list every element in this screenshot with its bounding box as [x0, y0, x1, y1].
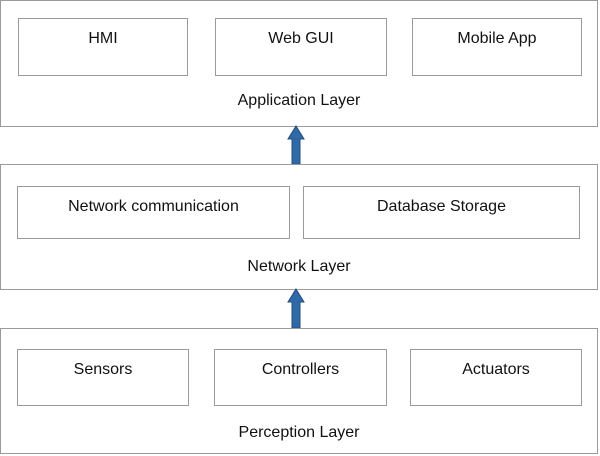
controllers-box: Controllers: [214, 349, 387, 406]
controllers-label: Controllers: [261, 361, 340, 378]
hmi-box: HMI: [18, 18, 188, 76]
database-storage-label: Database Storage: [377, 198, 506, 215]
network-communication-box: Network communication: [17, 186, 290, 239]
web-gui-label: Web GUI: [268, 30, 334, 47]
application-layer-label: Application Layer: [237, 92, 361, 109]
actuators-box: Actuators: [410, 349, 582, 406]
network-layer-label: Network Layer: [247, 258, 351, 275]
mobile-app-box: Mobile App: [412, 18, 582, 76]
hmi-label: HMI: [88, 30, 118, 47]
perception-layer-label: Perception Layer: [238, 424, 360, 441]
arrow-up-icon: [287, 288, 305, 329]
actuators-label: Actuators: [462, 361, 530, 378]
network-communication-label: Network communication: [68, 198, 239, 215]
sensors-box: Sensors: [17, 349, 189, 406]
application-layer: HMI Web GUI Mobile App Application Layer: [0, 0, 598, 127]
mobile-app-label: Mobile App: [457, 30, 537, 47]
arrow-up-icon: [287, 125, 305, 165]
sensors-label: Sensors: [73, 361, 133, 378]
database-storage-box: Database Storage: [303, 186, 580, 239]
perception-layer: Sensors Controllers Actuators Perception…: [0, 328, 598, 454]
web-gui-box: Web GUI: [215, 18, 387, 76]
network-layer: Network communication Database Storage N…: [0, 164, 598, 290]
